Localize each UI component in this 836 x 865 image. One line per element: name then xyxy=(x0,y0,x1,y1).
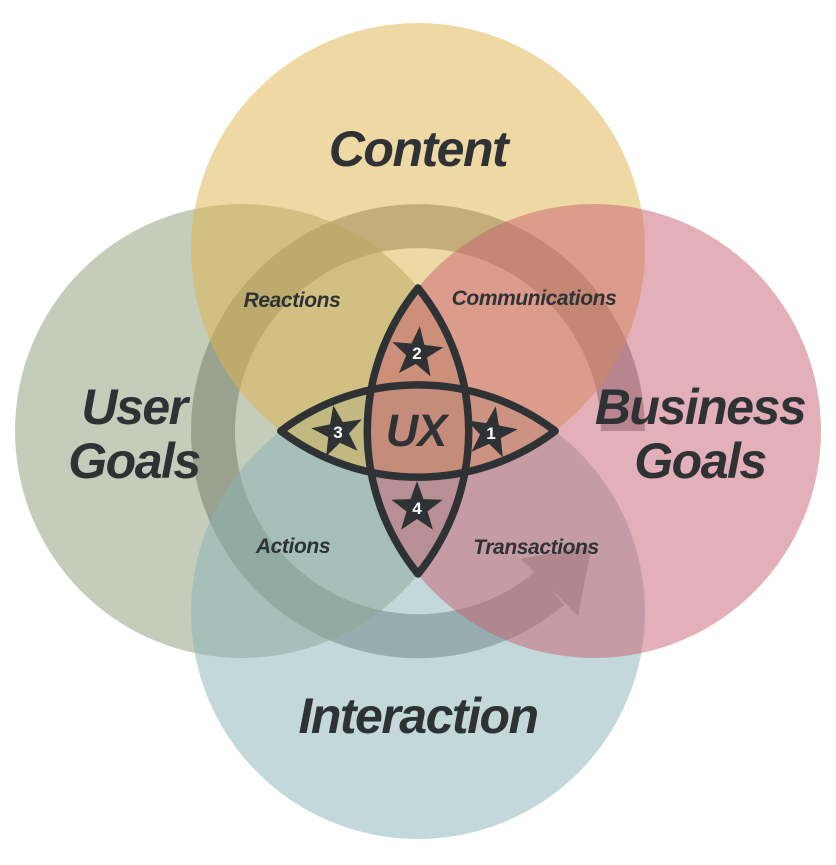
user-goals-label-line2: Goals xyxy=(68,433,200,489)
circle-labels: Content User Goals Business Goals Intera… xyxy=(68,121,807,744)
star-number-1: 1 xyxy=(486,424,495,443)
star-number-2: 2 xyxy=(412,344,421,363)
interaction-label: Interaction xyxy=(298,688,537,744)
actions-label: Actions xyxy=(255,535,330,558)
overlap-labels: Reactions Communications Actions Transac… xyxy=(244,287,617,559)
venn-circles xyxy=(15,23,821,839)
star-number-3: 3 xyxy=(333,423,342,442)
star-number-4: 4 xyxy=(412,499,422,518)
user-goals-label-line1: User xyxy=(81,379,190,435)
star-marker-numbers: 1 2 3 4 xyxy=(333,344,495,518)
business-goals-label-line1: Business xyxy=(595,379,806,435)
ux-flower-outline xyxy=(277,284,559,578)
communications-label: Communications xyxy=(452,287,617,310)
horizontal-lens-outline xyxy=(277,381,559,481)
transactions-label: Transactions xyxy=(473,536,599,559)
business-goals-label-line2: Goals xyxy=(634,433,766,489)
business-goals-circle xyxy=(367,204,821,658)
vertical-lens-outline xyxy=(363,284,473,578)
content-label: Content xyxy=(329,121,511,177)
reactions-label: Reactions xyxy=(244,289,341,312)
ux-label: UX xyxy=(386,405,450,456)
